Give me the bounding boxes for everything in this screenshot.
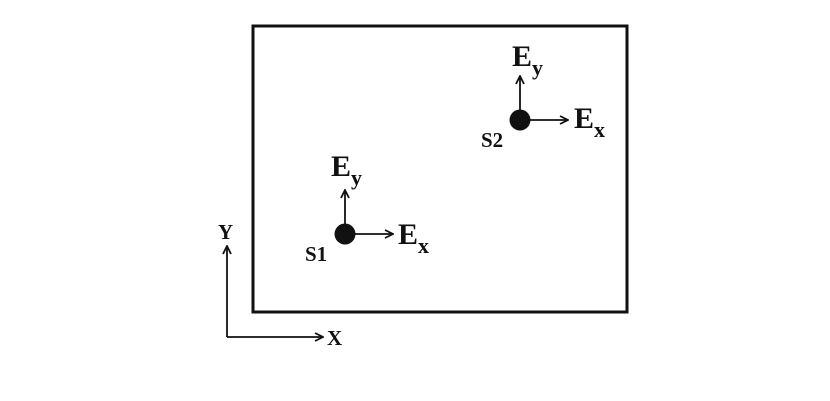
s2-ex-label: Ex xyxy=(574,102,605,142)
s2-point xyxy=(509,109,531,131)
s2-ex-main: E xyxy=(574,102,594,135)
s2-label: S2 xyxy=(481,128,503,152)
s2-ey-sub: y xyxy=(532,55,543,80)
y-axis-label: Y xyxy=(218,220,233,244)
s1-label: S1 xyxy=(305,242,327,266)
s1-ey-label: Ey xyxy=(331,150,362,190)
s1-ex-sub: x xyxy=(418,233,429,258)
s2-ey-main: E xyxy=(512,40,532,73)
s2-ex-sub: x xyxy=(594,117,605,142)
x-axis-label: X xyxy=(327,326,342,350)
s1-ey-sub: y xyxy=(351,165,362,190)
sensor-s1: S1 Ey Ex xyxy=(305,150,429,266)
coordinate-axes: Y X xyxy=(218,220,342,350)
s1-ey-main: E xyxy=(331,150,351,183)
s1-ex-main: E xyxy=(398,218,418,251)
s1-point xyxy=(334,223,356,245)
region-box xyxy=(251,24,629,314)
s1-ex-label: Ex xyxy=(398,218,429,258)
s2-ey-label: Ey xyxy=(512,40,543,80)
sensor-s2: S2 Ey Ex xyxy=(481,40,605,152)
